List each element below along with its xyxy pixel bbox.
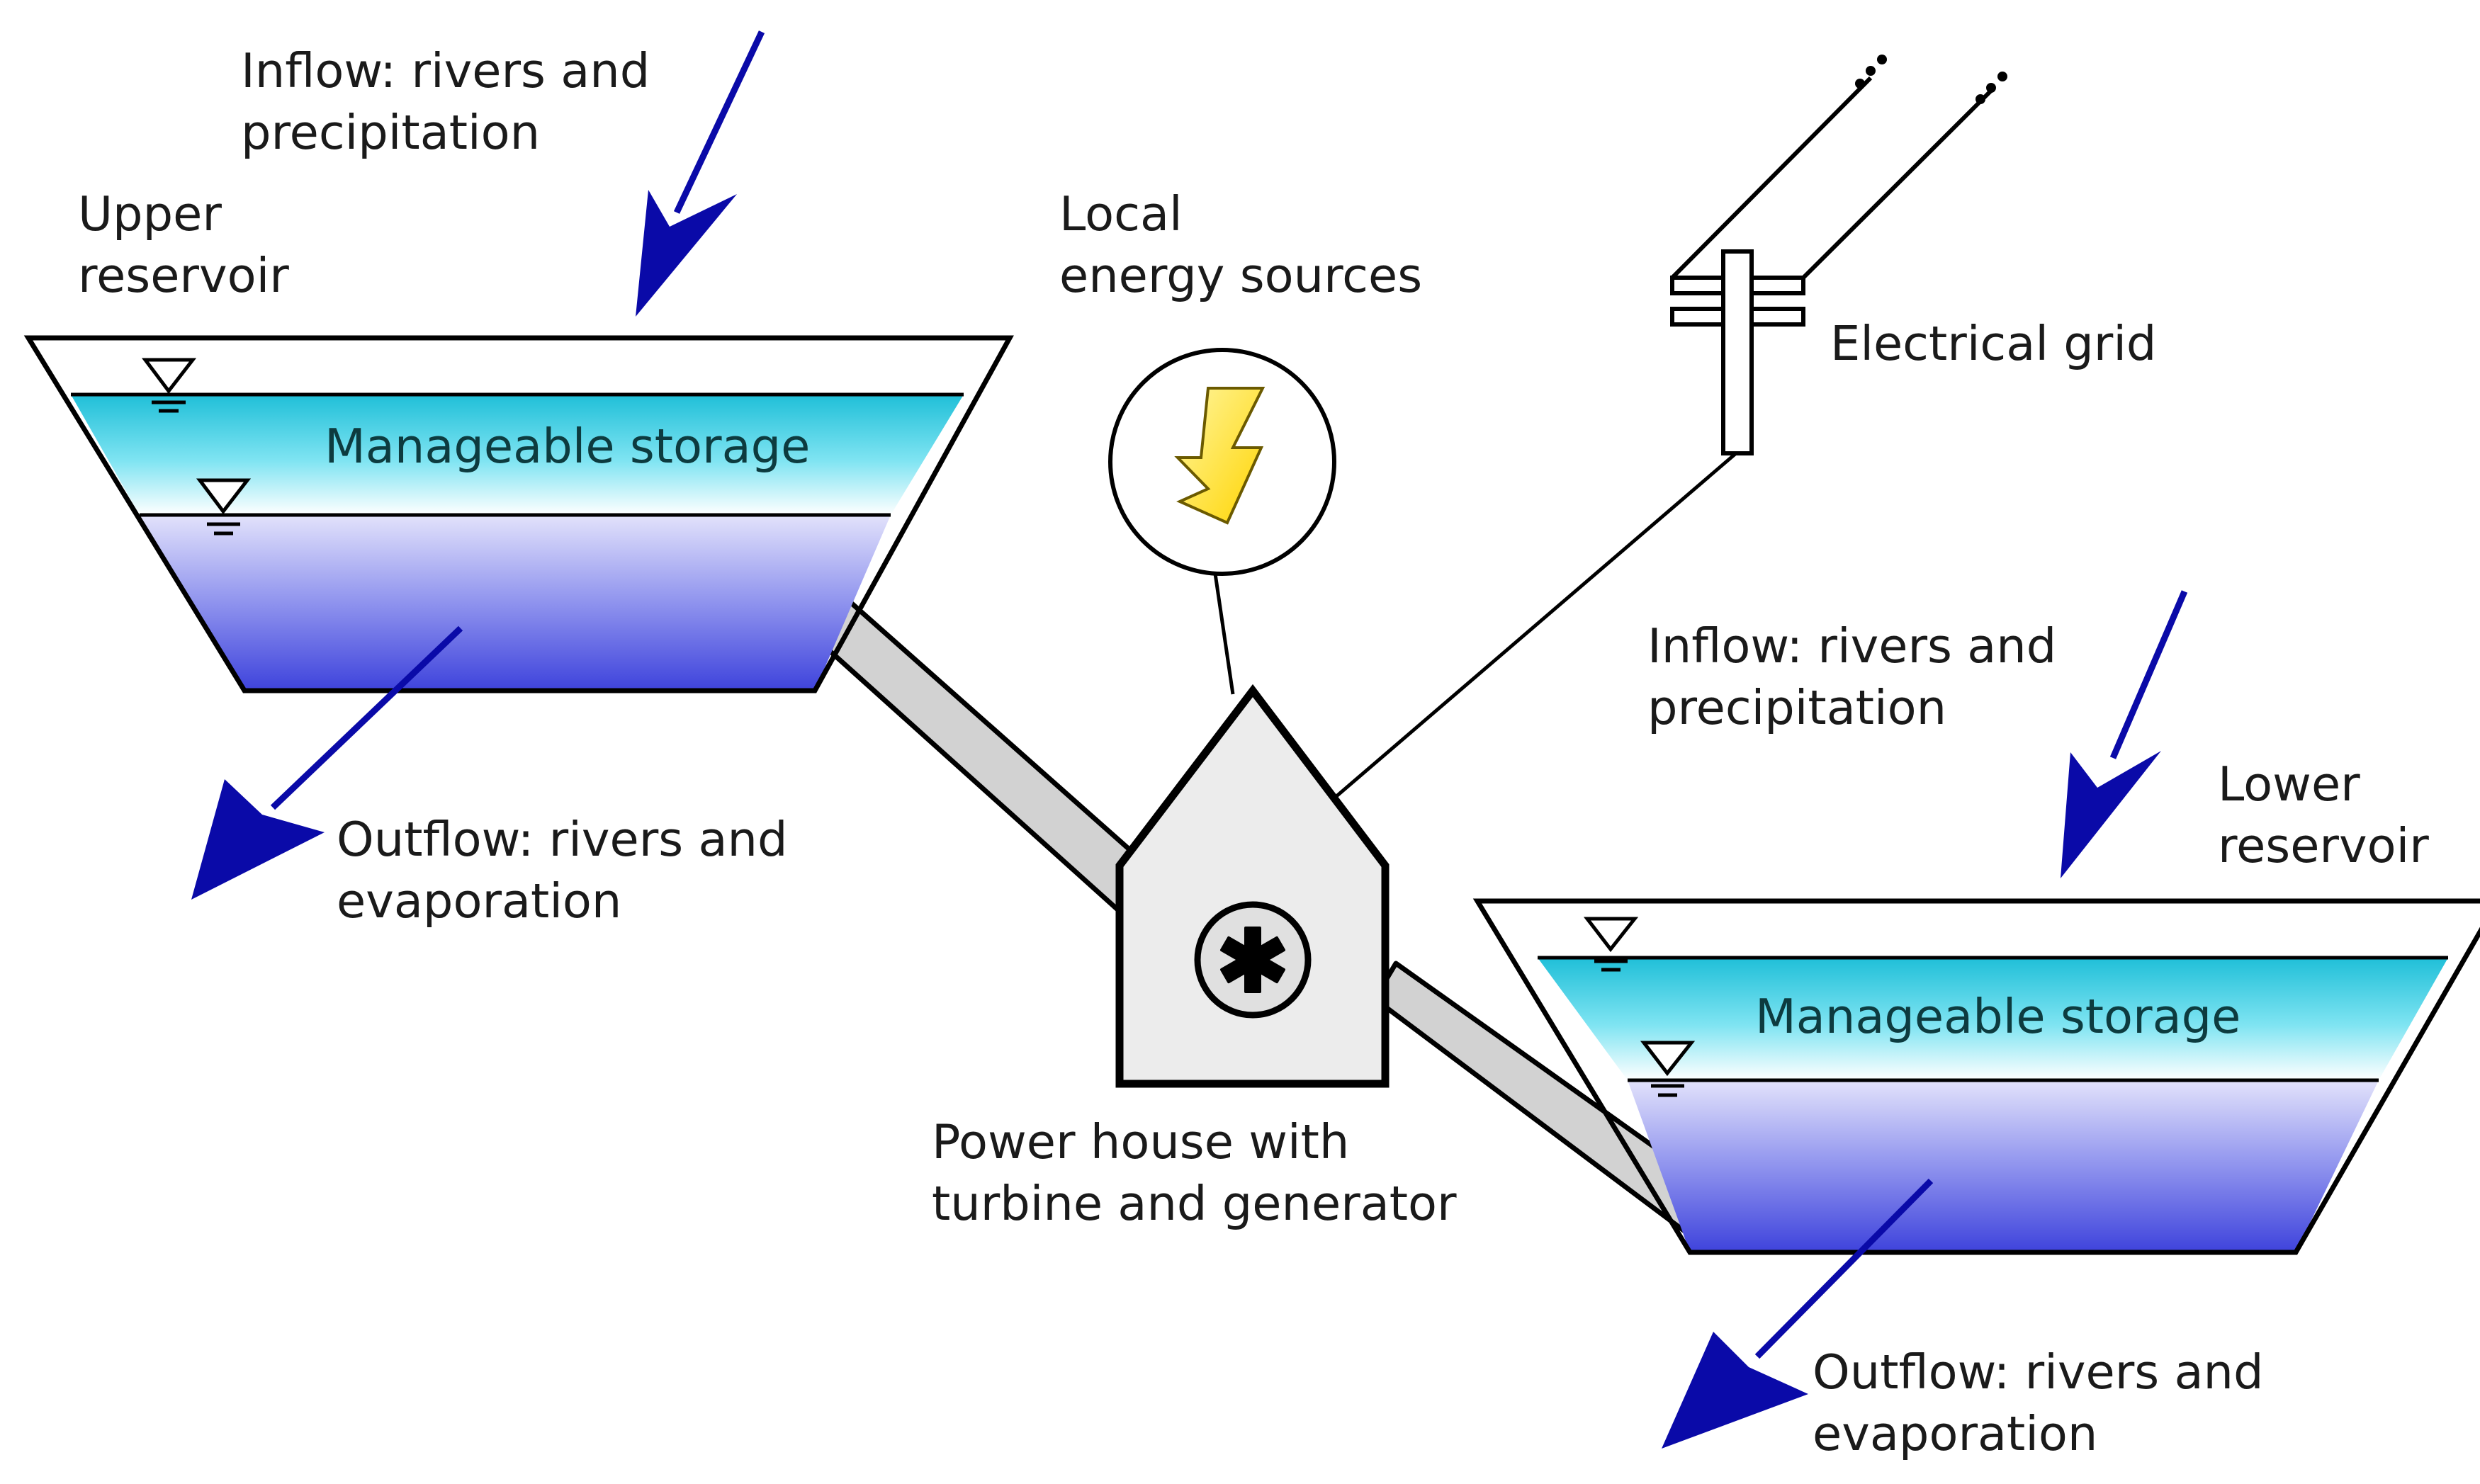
- upper-inflow-arrow: [636, 30, 765, 317]
- electrical-grid-pylon: [1670, 55, 2007, 455]
- water-level-icon: [142, 358, 197, 413]
- upper-reservoir-label: Upper reservoir: [78, 186, 289, 303]
- power-house: [1115, 684, 1390, 1088]
- upper-reservoir: Manageable storage: [23, 335, 1014, 693]
- upper-outflow-label: Outflow: rivers and evaporation: [337, 812, 803, 929]
- lower-reservoir-label: Lower reservoir: [2218, 757, 2429, 873]
- lower-reservoir-outline: [1472, 898, 2480, 1255]
- water-level-icon: [1640, 1041, 1696, 1097]
- upper-storage-label: Manageable storage: [325, 419, 810, 474]
- water-level-icon: [196, 478, 252, 536]
- lower-storage-label: Manageable storage: [1755, 989, 2241, 1044]
- power-house-label: Power house with turbine and generator: [932, 1114, 1457, 1231]
- upper-dead-storage: [140, 515, 891, 691]
- lower-inflow-label: Inflow: rivers and precipitation: [1647, 618, 2072, 735]
- upper-reservoir-outline: [23, 335, 1014, 693]
- water-level-icon: [1583, 917, 1639, 972]
- lower-inflow-arrow: [2061, 590, 2188, 878]
- local-energy-source: [1108, 348, 1336, 576]
- local-energy-connector: [1213, 573, 1235, 695]
- electrical-grid-label: Electrical grid: [1830, 316, 2156, 371]
- local-energy-label: Local energy sources: [1059, 186, 1422, 303]
- upper-manageable-storage: [71, 395, 964, 515]
- turbine-icon: [1194, 901, 1312, 1019]
- lightning-icon: [1174, 387, 1266, 525]
- lower-manageable-storage: [1538, 958, 2448, 1080]
- grid-connector: [1334, 452, 1737, 798]
- lower-reservoir: Manageable storage: [1472, 898, 2480, 1255]
- lower-outflow-label: Outflow: rivers and evaporation: [1813, 1344, 2279, 1461]
- upper-outflow-arrow: [191, 625, 463, 900]
- upper-penstock: [812, 599, 1165, 924]
- upper-inflow-label: Inflow: rivers and precipitation: [241, 43, 665, 160]
- lower-outflow-arrow: [1662, 1178, 1934, 1449]
- lower-dead-storage: [1628, 1080, 2379, 1252]
